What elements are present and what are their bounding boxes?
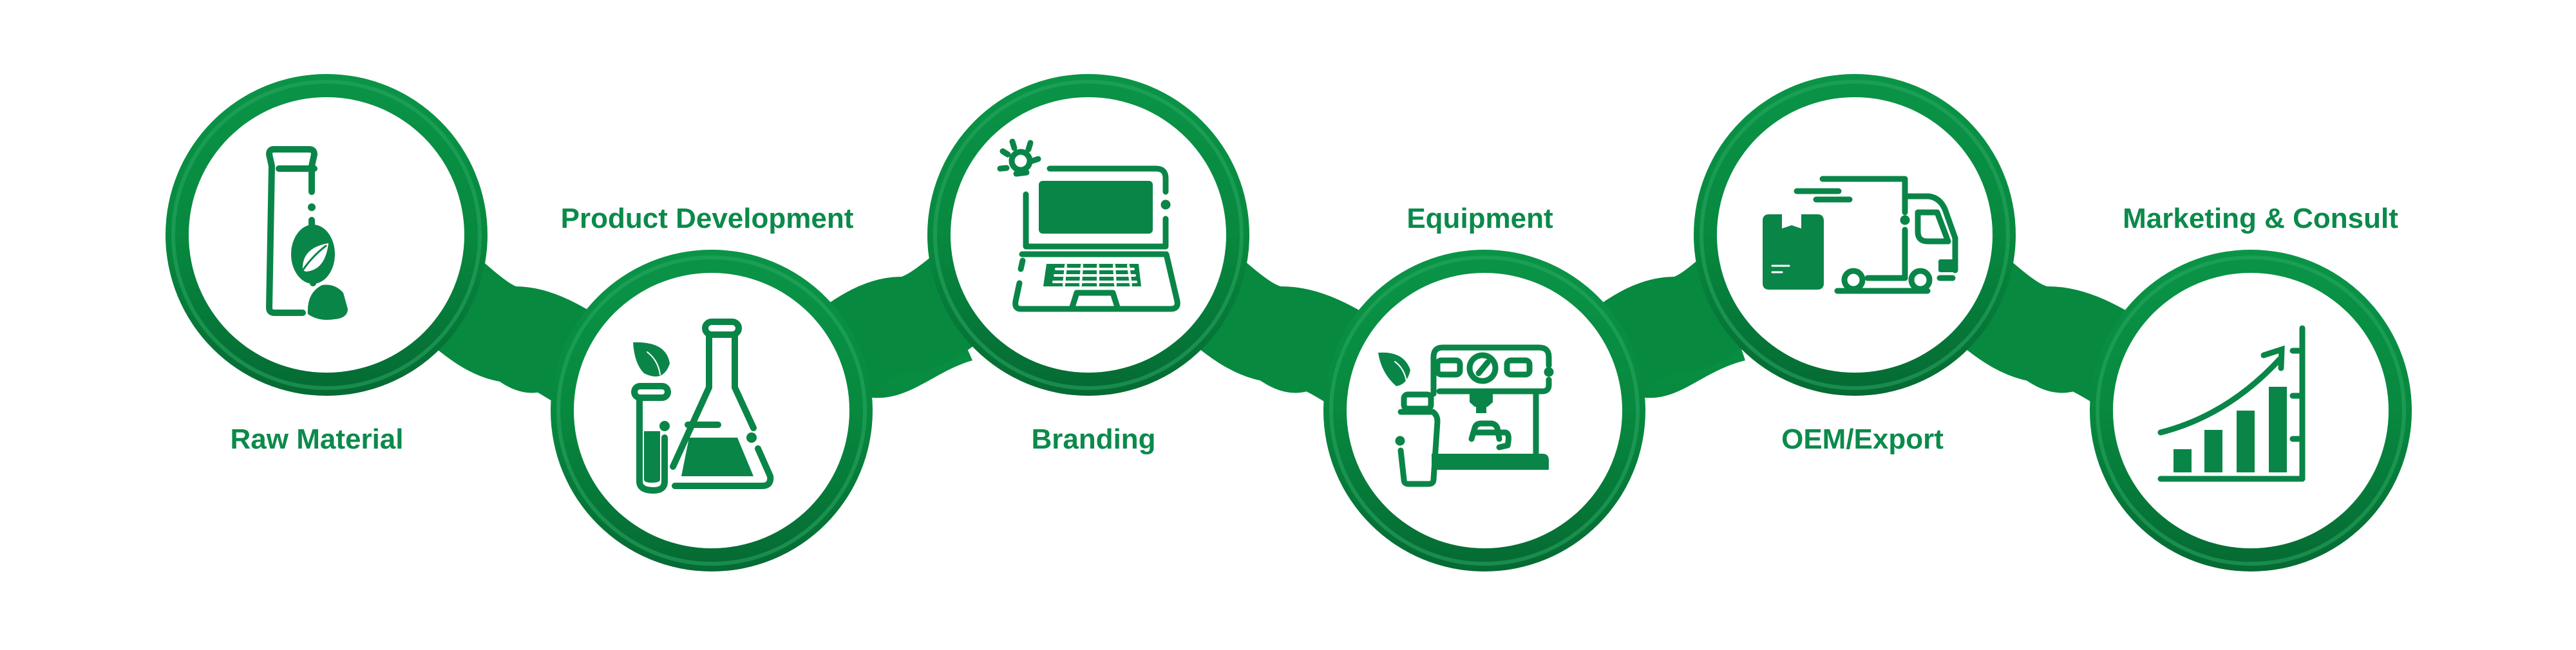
step-label-product-development: Product Development	[560, 203, 854, 234]
step-circle-3	[927, 74, 1249, 396]
step-label-raw-material: Raw Material	[230, 423, 404, 455]
delivery-truck-icon	[1763, 176, 1958, 294]
step-circle-2	[551, 250, 873, 571]
lab-flask-icon	[631, 319, 774, 494]
step-label-equipment: Equipment	[1406, 203, 1553, 234]
growth-chart-icon	[2157, 325, 2306, 482]
powder-bag-icon	[266, 146, 348, 320]
laptop-idea-icon	[997, 138, 1180, 312]
step-label-oem-export: OEM/Export	[1781, 423, 1944, 455]
step-label-branding: Branding	[1031, 423, 1156, 455]
step-label-marketing-consult: Marketing & Consult	[2123, 203, 2398, 234]
step-circle-5	[1694, 74, 2016, 396]
coffee-machine-icon	[1378, 344, 1554, 487]
